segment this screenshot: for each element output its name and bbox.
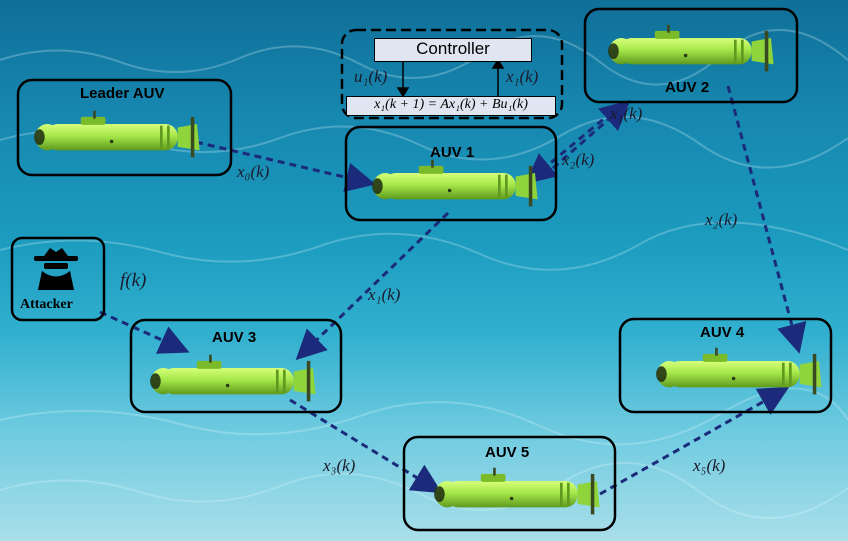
edge-auv5-auv4 xyxy=(599,387,790,496)
controller-box: Controller xyxy=(374,38,532,62)
auv1-label: AUV 1 xyxy=(430,144,475,161)
auv5-label: AUV 5 xyxy=(485,444,530,461)
frame-auv3 xyxy=(129,318,343,414)
vehicle-auv3 xyxy=(150,354,316,402)
auv4-label: AUV 4 xyxy=(700,324,745,341)
vehicle-auv4 xyxy=(656,347,822,395)
attacker-label: Attacker xyxy=(20,297,73,312)
state-equation: x₁(k + 1) = Ax₁(k) + Bu₁(k) xyxy=(346,96,556,116)
edge-label-auv2-auv1: x₂(k) xyxy=(562,150,595,169)
frame-auv4 xyxy=(618,317,833,414)
edge-auv2-auv1 xyxy=(525,110,613,184)
edge-label-auv1-auv2: x₁(k) xyxy=(610,104,643,123)
edge-auv3-auv5 xyxy=(289,398,443,494)
frame-auv2 xyxy=(583,7,799,104)
vehicle-auv2 xyxy=(608,24,774,72)
node-frames xyxy=(10,7,833,532)
leader-label: Leader AUV xyxy=(80,85,165,102)
auv3-label: AUV 3 xyxy=(212,329,257,346)
attack-signal-label: f(k) xyxy=(120,270,147,291)
frame-auv5 xyxy=(402,435,617,532)
edge-label-auv3-auv5: x₃(k) xyxy=(323,456,356,475)
frame-controller xyxy=(340,28,564,120)
edge-label-leader-auv1: x₀(k) xyxy=(237,162,270,181)
edge-attacker-auv3 xyxy=(99,310,190,354)
attacker-icon xyxy=(34,248,78,290)
edge-auv1-auv3 xyxy=(295,211,450,361)
frame-leader xyxy=(16,78,233,177)
control-input-label: u₁(k) xyxy=(354,67,388,86)
controller-arrows xyxy=(396,58,505,98)
edge-label-auv5-auv4: x₅(k) xyxy=(693,456,726,475)
edge-leader-auv1 xyxy=(195,140,376,193)
frame-auv1 xyxy=(344,125,558,222)
edge-auv2-auv4 xyxy=(726,85,807,354)
edge-label-auv2-auv4: x₂(k) xyxy=(705,210,738,229)
feedback-label: x₁(k) xyxy=(506,67,539,86)
vehicle-auv1 xyxy=(372,159,538,207)
communication-arrows xyxy=(99,85,807,496)
frame-attacker xyxy=(10,236,106,322)
edge-label-auv1-auv3: x₁(k) xyxy=(368,285,401,304)
auv2-label: AUV 2 xyxy=(665,79,710,96)
